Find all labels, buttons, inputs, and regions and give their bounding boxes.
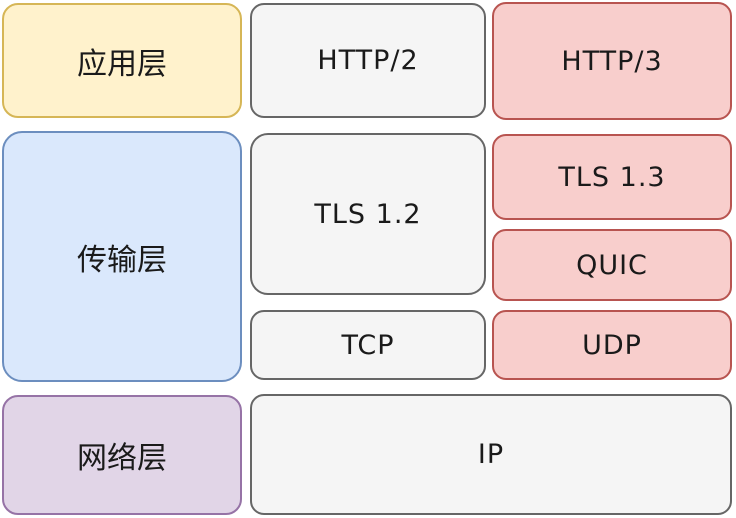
- transport-layer-box: 传输层: [2, 131, 242, 382]
- application-layer-box: 应用层: [2, 3, 242, 118]
- tls13-label: TLS 1.3: [558, 161, 666, 193]
- udp-label: UDP: [582, 329, 642, 361]
- tcp-label: TCP: [341, 329, 395, 361]
- network-layer-box: 网络层: [2, 395, 242, 515]
- http2-box: HTTP/2: [250, 3, 486, 118]
- quic-box: QUIC: [492, 229, 732, 301]
- udp-box: UDP: [492, 310, 732, 380]
- application-layer-label: 应用层: [77, 47, 167, 81]
- transport-layer-label: 传输层: [77, 243, 167, 277]
- quic-label: QUIC: [576, 249, 648, 281]
- http2-label: HTTP/2: [317, 45, 419, 76]
- http3-label: HTTP/3: [561, 45, 663, 77]
- tcp-box: TCP: [250, 310, 486, 380]
- ip-label: IP: [477, 439, 505, 470]
- http3-box: HTTP/3: [492, 2, 732, 120]
- tls13-box: TLS 1.3: [492, 134, 732, 220]
- ip-box: IP: [250, 394, 732, 515]
- network-layer-label: 网络层: [77, 442, 167, 475]
- tls12-box: TLS 1.2: [250, 133, 486, 295]
- tls12-label: TLS 1.2: [314, 198, 422, 230]
